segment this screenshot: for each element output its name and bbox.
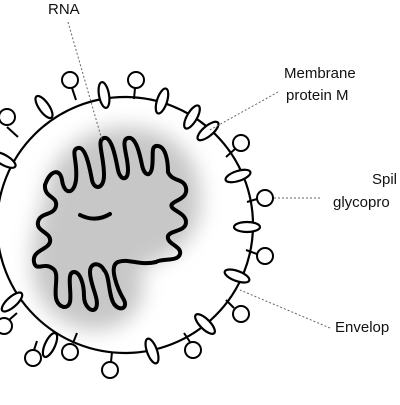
membrane-leader-line	[207, 91, 279, 132]
membrane-protein-icon	[144, 337, 160, 365]
envelope-label: Envelop	[335, 319, 390, 336]
membrane-protein-icon	[34, 94, 54, 120]
spike-glycoprotein-icon	[245, 247, 274, 265]
rna-strand-icon	[31, 135, 189, 313]
spike-label-line2: glycopro	[333, 194, 390, 211]
membrane-protein-icon	[183, 104, 201, 130]
rna-leader-line	[67, 21, 103, 141]
membrane-protein-icon	[194, 313, 216, 335]
spikes	[0, 71, 274, 379]
rna-label: RNA	[48, 1, 80, 18]
membrane-protein-label-line2: protein M	[286, 87, 349, 104]
rna-glow	[31, 126, 201, 331]
membrane-proteins	[0, 81, 262, 365]
leader-lines	[67, 21, 331, 329]
membrane-protein-icon	[224, 168, 252, 184]
spike-glycoprotein-icon	[127, 71, 145, 100]
membrane-protein-label-line1: Membrane	[284, 65, 356, 82]
membrane-protein-icon	[232, 220, 262, 234]
membrane-protein-icon	[0, 291, 24, 313]
spike-glycoprotein-icon	[183, 332, 202, 359]
spike-glycoprotein-icon	[24, 340, 42, 367]
envelope-leader-line	[239, 289, 331, 329]
spike-glycoprotein-icon	[61, 71, 79, 101]
spike-glycoprotein-icon	[246, 189, 274, 207]
membrane-protein-icon	[97, 81, 111, 109]
membrane-protein-icon	[0, 151, 17, 169]
spike-glycoprotein-icon	[0, 312, 18, 335]
membrane-protein-icon	[41, 331, 59, 359]
spike-glycoprotein-icon	[61, 332, 79, 361]
spike-label-line1: Spil	[372, 171, 398, 188]
membrane-protein-icon	[154, 87, 170, 115]
spike-glycoprotein-icon	[225, 299, 250, 323]
spike-glycoprotein-icon	[225, 134, 250, 158]
spike-glycoprotein-icon	[0, 108, 19, 138]
membrane-protein-icon	[223, 268, 251, 284]
spike-glycoprotein-icon	[101, 351, 119, 379]
